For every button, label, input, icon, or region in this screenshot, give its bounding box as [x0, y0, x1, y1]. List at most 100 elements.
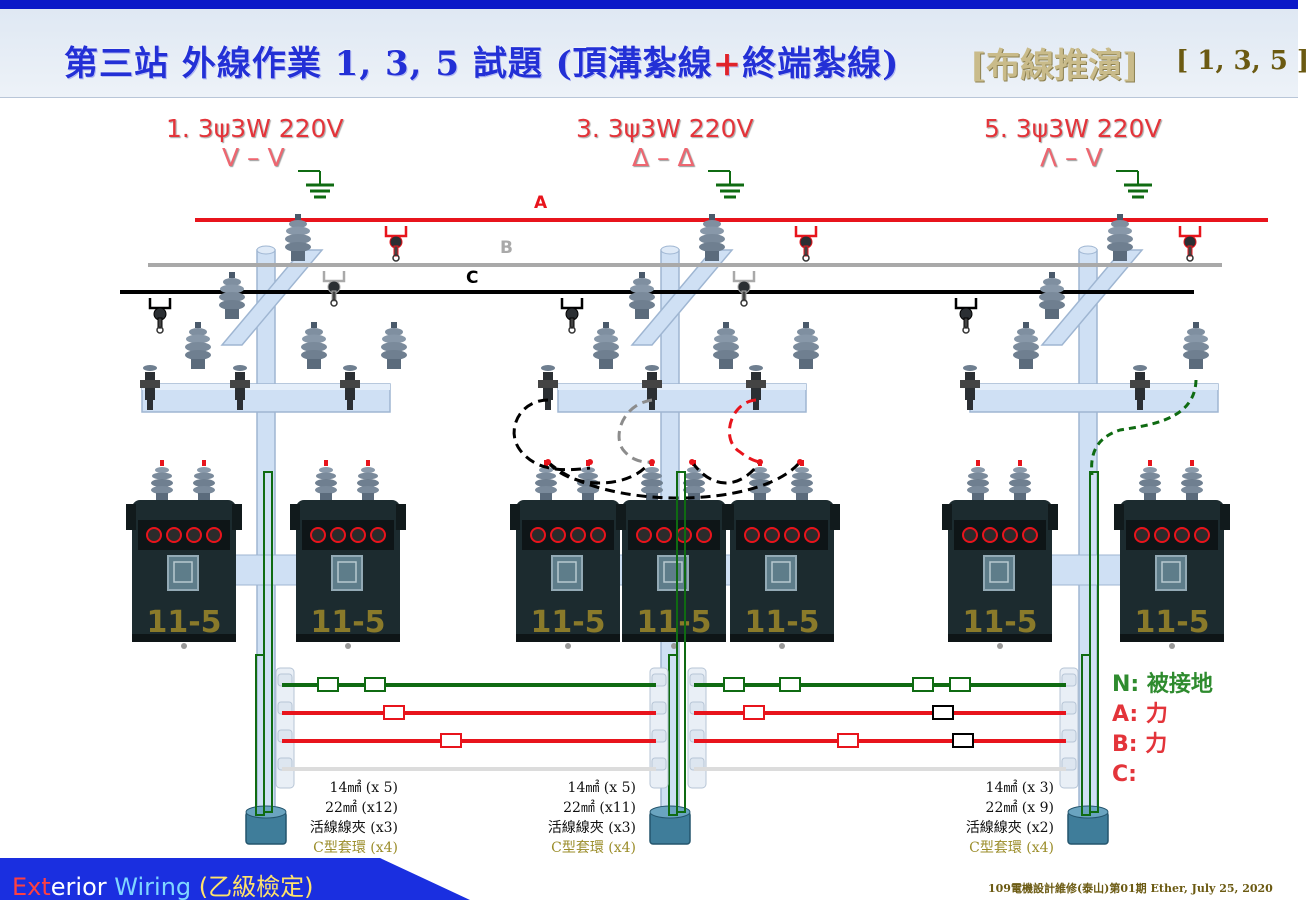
legend-neutral: N: 被接地 — [1112, 672, 1213, 697]
material-item: 22㎟ (x12) — [325, 800, 398, 816]
config-5-connection: Λ – V — [1040, 143, 1103, 172]
material-item: C型套環 (x4) — [313, 840, 398, 856]
footer-bar — [0, 858, 470, 900]
c-sleeve-icon — [779, 677, 801, 692]
transformer-bushings — [1139, 460, 1203, 500]
live-line-clamp-icon — [794, 224, 818, 263]
live-line-clamp-icon — [732, 269, 756, 308]
footer-title: Exterior Wiring (乙級檢定) — [12, 867, 314, 902]
material-item: 22㎟ (x 9) — [985, 800, 1054, 816]
material-item: 14㎟ (x 5) — [329, 780, 398, 796]
cutout-icon — [538, 365, 558, 410]
transformer-label: 11-5 — [146, 605, 221, 640]
footer-wiring: Wiring — [114, 873, 192, 901]
jumper — [690, 461, 762, 485]
ground-lead — [676, 471, 686, 813]
wire-label-c: C — [466, 268, 479, 288]
title-main: 第三站 外線作業 1, 3, 5 試題 (頂溝紮線 — [64, 44, 713, 84]
transformer-bushings — [967, 460, 1031, 500]
transformer-label: 11-5 — [744, 605, 819, 640]
title-tail: 終端紮線) — [742, 44, 900, 84]
ground-lead — [1089, 471, 1099, 813]
jumper-c — [512, 398, 591, 472]
insulator-icon — [301, 322, 327, 369]
c-sleeve-icon — [364, 677, 386, 692]
ground-icon — [296, 169, 336, 199]
material-item: 活線線夾 (x3) — [309, 820, 398, 836]
live-line-clamp-icon — [1178, 224, 1202, 263]
c-sleeve-icon — [949, 677, 971, 692]
config-1-title: 1. 3ψ3W 220V — [166, 114, 344, 143]
jumper-neutral — [1090, 379, 1198, 476]
wire-label-a: A — [534, 193, 548, 213]
question-numbers: [ 1, 3, 5 ] — [1176, 46, 1309, 76]
c-sleeve-icon — [932, 705, 954, 720]
transformer-label: 11-5 — [962, 605, 1037, 640]
transformer-label: 11-5 — [636, 605, 711, 640]
transformer-label: 11-5 — [310, 605, 385, 640]
config-1-connection: V – V — [222, 143, 285, 172]
config-3-connection: Δ – Δ — [632, 143, 695, 172]
live-line-clamp-icon — [954, 296, 978, 335]
jumper — [546, 460, 802, 500]
live-line-clamp-icon — [322, 269, 346, 308]
insulator-icon — [593, 322, 619, 369]
material-list-5: 14㎟ (x 3) 22㎟ (x 9) 活線線夾 (x2) C型套環 (x4) — [942, 778, 1054, 858]
c-sleeve-icon — [317, 677, 339, 692]
transformer-bushings — [151, 460, 215, 500]
material-item: 14㎟ (x 5) — [567, 780, 636, 796]
insulator-icon — [381, 322, 407, 369]
transformer-label: 11-5 — [530, 605, 605, 640]
page-title: 第三站 外線作業 1, 3, 5 試題 (頂溝紮線+終端紮線) — [64, 36, 899, 85]
pin-insulator-icon — [1039, 272, 1065, 319]
pin-insulator-icon — [629, 272, 655, 319]
transformer-bracket — [1039, 554, 1131, 586]
legend-b: B: 力 — [1112, 732, 1168, 757]
footer-ext: Ext — [12, 873, 51, 901]
crossarm — [557, 383, 807, 413]
insulator-icon — [1013, 322, 1039, 369]
c-sleeve-icon — [383, 705, 405, 720]
transformer-bushings — [315, 460, 379, 500]
insulator-icon — [1183, 322, 1209, 369]
live-line-clamp-icon — [384, 224, 408, 263]
ground-lead — [1081, 654, 1091, 816]
c-sleeve-icon — [837, 733, 859, 748]
material-item: 14㎟ (x 3) — [985, 780, 1054, 796]
wiring-tag: [布線推演] — [970, 46, 1139, 86]
material-list-3: 14㎟ (x 5) 22㎟ (x11) 活線線夾 (x3) C型套環 (x4) — [524, 778, 636, 858]
config-5-title: 5. 3ψ3W 220V — [984, 114, 1162, 143]
config-3-title: 3. 3ψ3W 220V — [576, 114, 754, 143]
transformer-bushings — [749, 460, 813, 500]
credit-line: 109電機設計維修(泰山)第01期 Ether, July 25, 2020 — [988, 882, 1273, 895]
ground-lead — [263, 471, 273, 813]
insulator-icon — [713, 322, 739, 369]
title-plus: + — [712, 44, 743, 84]
pin-insulator-icon — [219, 272, 245, 319]
phase-legend: N: 被接地 A: 力 B: 力 C: — [1112, 670, 1213, 790]
c-sleeve-icon — [952, 733, 974, 748]
legend-c: C: — [1112, 762, 1137, 787]
footer-grade: (乙級檢定) — [198, 873, 314, 901]
crossarm — [969, 383, 1219, 413]
c-sleeve-icon — [912, 677, 934, 692]
jumper — [546, 461, 652, 485]
jumper-a — [728, 398, 761, 464]
top-accent-bar — [0, 0, 1298, 9]
ground-lead — [668, 654, 678, 816]
insulator-icon — [185, 322, 211, 369]
material-item: C型套環 (x4) — [551, 840, 636, 856]
legend-a: A: 力 — [1112, 702, 1168, 727]
material-item: C型套環 (x4) — [969, 840, 1054, 856]
c-sleeve-icon — [743, 705, 765, 720]
ground-icon — [1114, 169, 1154, 199]
ground-icon — [706, 169, 746, 199]
c-sleeve-icon — [723, 677, 745, 692]
jumper-b — [617, 398, 653, 464]
transformer-label: 11-5 — [1134, 605, 1209, 640]
material-item: 22㎟ (x11) — [563, 800, 636, 816]
live-line-clamp-icon — [148, 296, 172, 335]
insulator-icon — [793, 322, 819, 369]
wire-label-b: B — [500, 238, 513, 258]
